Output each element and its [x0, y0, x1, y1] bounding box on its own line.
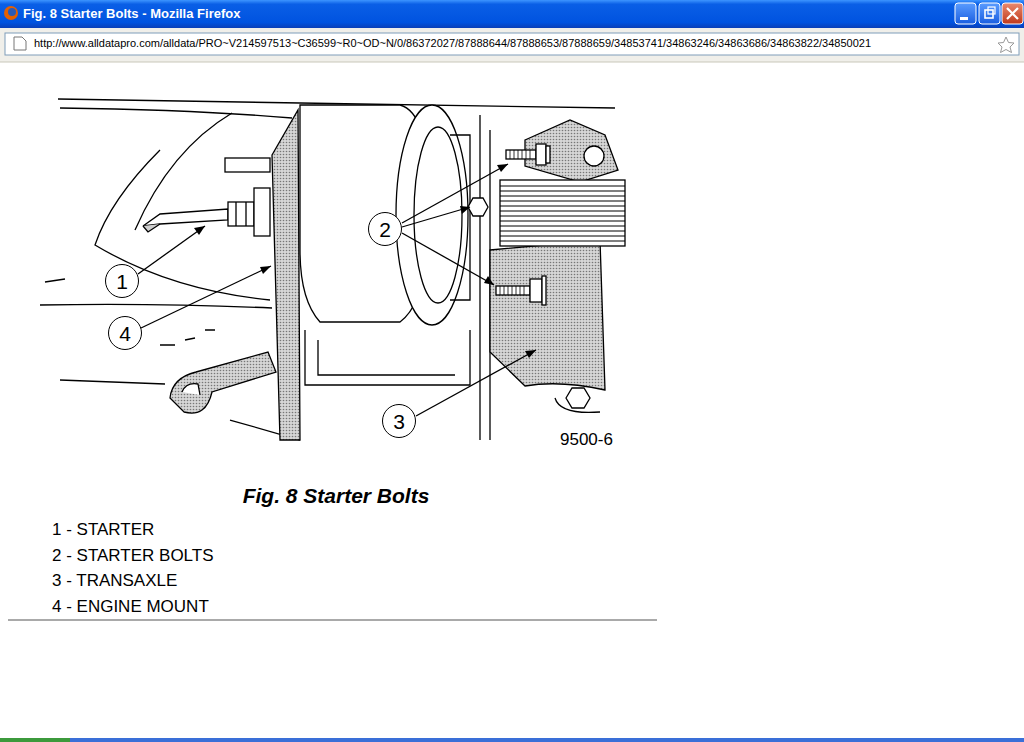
legend-line: 2 - STARTER BOLTS [52, 547, 214, 564]
figure-caption: Fig. 8 Starter Bolts [243, 485, 430, 506]
callout-number: 4 [119, 323, 131, 344]
callout-number: 1 [116, 271, 128, 292]
legend-line: 1 - STARTER [52, 521, 154, 538]
legend-line: 3 - TRANSAXLE [52, 572, 177, 589]
arrowheads [194, 164, 536, 358]
callout-circle: 4 [108, 316, 142, 350]
window-title: Fig. 8 Starter Bolts - Mozilla Firefox [23, 7, 240, 20]
callout-circle: 2 [368, 212, 402, 246]
legend-line: 4 - ENGINE MOUNT [52, 598, 209, 615]
leader-lines [138, 164, 536, 416]
callout-number: 3 [393, 411, 405, 432]
address-url: http://www.alldatapro.com/alldata/PRO~V2… [34, 38, 871, 49]
callout-circle: 1 [105, 264, 139, 298]
callout-circle: 3 [382, 404, 416, 438]
callout-number: 2 [379, 219, 391, 240]
figure-code: 9500-6 [560, 431, 613, 448]
